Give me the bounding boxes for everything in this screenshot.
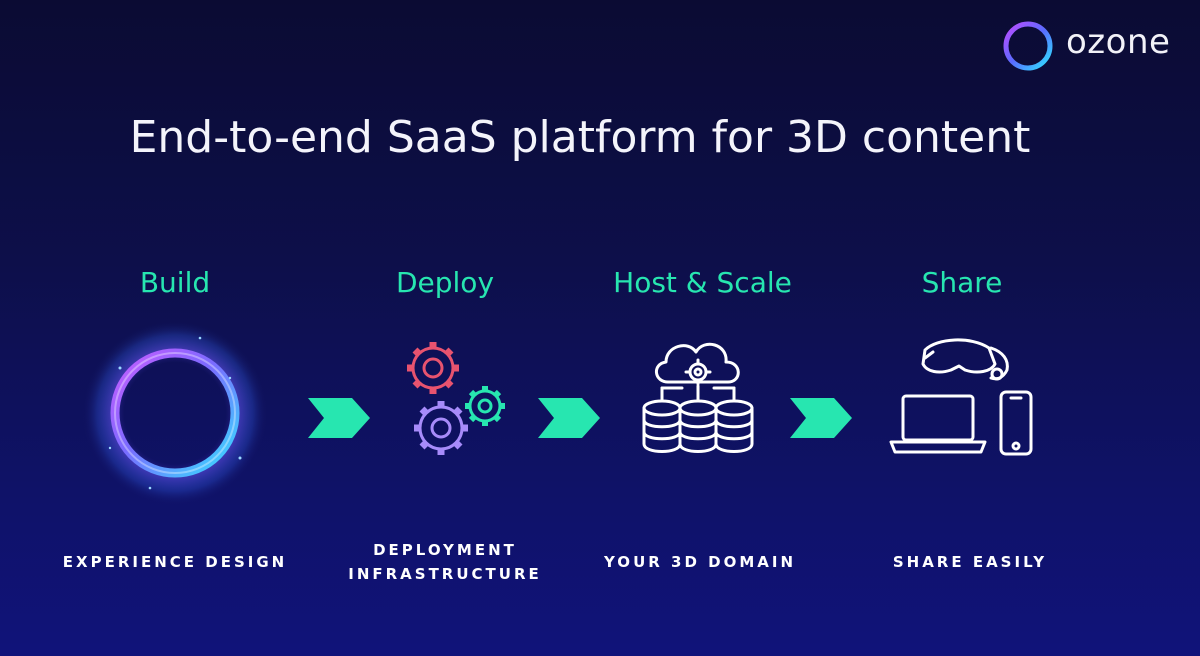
phone-icon bbox=[999, 390, 1033, 456]
gear-purple-icon bbox=[414, 401, 468, 455]
database-icon bbox=[642, 399, 682, 453]
arrow-chevron-icon bbox=[790, 398, 852, 438]
cloud-icon bbox=[655, 342, 740, 384]
caption-your-3d-domain: YOUR 3D DOMAIN bbox=[603, 553, 796, 571]
step-label-host-scale: Host & Scale bbox=[613, 266, 792, 299]
database-icon bbox=[714, 399, 754, 453]
caption-share-easily: SHARE EASILY bbox=[892, 553, 1048, 571]
ozone-ring-icon bbox=[1003, 21, 1053, 71]
step-label-build: Build bbox=[139, 266, 211, 299]
database-icon bbox=[678, 399, 718, 453]
step-label-deploy: Deploy bbox=[395, 266, 495, 299]
gear-pink-icon bbox=[407, 342, 459, 394]
caption-line: DEPLOYMENT bbox=[373, 541, 517, 559]
caption-deployment-infrastructure: DEPLOYMENT INFRASTRUCTURE bbox=[330, 538, 560, 586]
arrow-chevron-icon bbox=[308, 398, 370, 438]
glowing-ring-icon bbox=[83, 321, 267, 505]
vr-headset-icon bbox=[921, 338, 1009, 381]
cloud-database-icon bbox=[642, 342, 754, 453]
brand-name: ozone bbox=[1066, 22, 1171, 62]
gears-icon bbox=[407, 342, 505, 455]
caption-line: INFRASTRUCTURE bbox=[348, 565, 542, 583]
arrow-chevron-icon bbox=[538, 398, 600, 438]
page-title: End-to-end SaaS platform for 3D content bbox=[129, 112, 1031, 163]
caption-experience-design: EXPERIENCE DESIGN bbox=[62, 553, 288, 571]
gear-green-icon bbox=[465, 386, 505, 426]
devices-icon bbox=[889, 338, 1033, 456]
ozone-logo: ozone bbox=[998, 14, 1188, 78]
laptop-icon bbox=[889, 394, 987, 454]
step-label-share: Share bbox=[921, 266, 1003, 299]
